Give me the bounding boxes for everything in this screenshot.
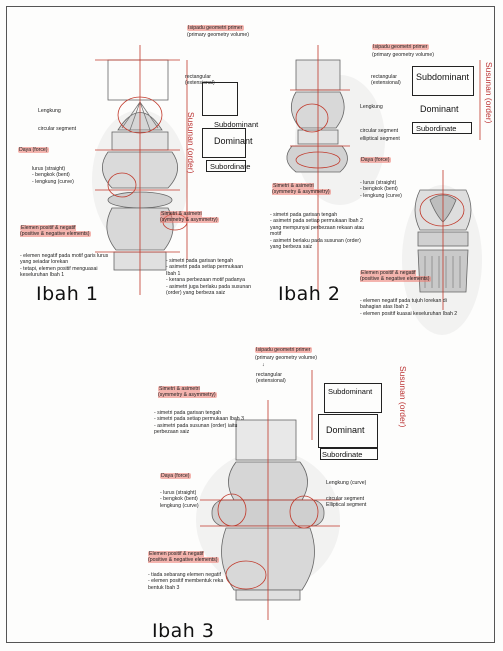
page-border [6, 6, 495, 643]
ibah3-circular: circular segment Elliptical segment [326, 496, 367, 509]
ibah1-rect-label: rectangular (extensional) [185, 74, 215, 87]
ibah2-order-label: Susunan (order) [484, 62, 494, 124]
ibah1-daya-items: lurus (straight) - bengkok (bent) - leng… [32, 166, 74, 185]
ibah1-subordinate: Subordinate [210, 162, 251, 171]
ibah2-subdominant: Subdominant [416, 72, 470, 82]
ibah2-subordinate-box [412, 122, 472, 134]
ibah3-subdominant: Subdominant [328, 387, 373, 396]
ibah3-geo-sub: (primary geometry volume) [255, 355, 317, 361]
ibah2-daya: Daya (force) [360, 157, 391, 163]
ibah1-order-label: Susunan (order) [186, 112, 196, 174]
ibah1-circular: circular segment [38, 126, 77, 132]
ibah2-lengkung: Lengkung [360, 104, 383, 110]
ibah3-daya: Daya (force) [160, 473, 191, 479]
ibah3-geo-title: Isipadu geometri primer [255, 347, 312, 353]
ibah3-order-label: Susunan (order) [398, 366, 408, 428]
ibah3-simetri: Simetri & asimetri (symmetry & asymmetry… [158, 386, 217, 399]
ibah1-simetri-notes: - simetri pada garisan tengah - asimetri… [166, 258, 252, 297]
ibah1-geo-title: Isipadu geometri primer [187, 25, 244, 31]
ibah3-rect-label: rectangular (extensional) [256, 372, 286, 385]
ibah1-elemen-notes: - elemen negatif pada motif garis lurus … [20, 253, 109, 279]
ibah2-rect-label: rectangular (extensional) [371, 74, 401, 87]
ibah1-dominant-box [202, 128, 246, 158]
ibah-1-sketch [92, 59, 188, 271]
ibah2-elliptical: elliptical segment [360, 136, 400, 142]
ibah3-elemen: Elemen positif & negatif (positive & neg… [148, 551, 219, 564]
ibah2-dominant: Dominant [420, 104, 459, 114]
ibah1-geo-box [202, 82, 238, 116]
ibah3-arrow: ↓ [262, 362, 265, 368]
ibah2-geo-sub: (primary geometry volume) [372, 52, 434, 58]
ibah2-daya-items: - lurus (straight) - bengkok (bent) - le… [360, 180, 402, 199]
ibah1-elemen: Elemen positif & negatif (positive & neg… [20, 225, 91, 238]
ibah3-dominant: Dominant [326, 425, 365, 435]
ibah3-simetri-notes: - simetri pada garisan tengah - simetri … [154, 410, 244, 436]
ibah2-subordinate: Subordinate [416, 124, 457, 133]
ibah3-geo-box [324, 383, 382, 413]
ibah3-subordinate-box [320, 448, 378, 460]
ibah1-subordinate-box [206, 160, 246, 172]
ibah1-daya: Daya (force) [18, 147, 49, 153]
ibah2-geo-title: Isipadu geometri primer [372, 44, 429, 50]
ibah3-elemen-notes: - tiada sebarang elemen negatif - elemen… [148, 572, 224, 591]
ibah2-elemen-notes: - elemen negatif pada tujuh lorekan di b… [360, 298, 458, 317]
ibah1-title: Ibah 1 [36, 283, 99, 305]
ibah2-simetri: Simetri & asimetri (symmetry & asymmetry… [272, 183, 331, 196]
ibah3-subordinate: Subordinate [322, 450, 363, 459]
ibah3-daya-items: - lurus (straight) - bengkok (bent) leng… [160, 490, 199, 509]
ibah2-circular: circular segment [360, 128, 399, 134]
ibah1-subdominant: Subdominant [214, 120, 259, 129]
ibah2-simetri-notes: - simetri pada garisan tengah - asimetri… [270, 212, 365, 251]
ibah1-dominant: Dominant [214, 136, 253, 146]
ibah2-title: Ibah 2 [278, 283, 341, 305]
ibah2-elemen: Elemen positif & negatif (positive & neg… [360, 270, 431, 283]
ibah3-lengkung: Lengkung (curve) [326, 480, 367, 486]
ibah2-geo-box [412, 66, 474, 96]
ibah1-geo-sub: (primary geometry volume) [187, 32, 249, 38]
ibah-2-redlines [290, 45, 481, 310]
ibah3-title: Ibah 3 [152, 620, 215, 642]
ibah1-simetri: Simetri & asimetri (symmetry & asymmetry… [160, 211, 219, 224]
ibah-3-redlines [200, 370, 340, 620]
ibah1-lengkung: Lengkung [38, 108, 61, 114]
ibah3-dominant-box [318, 414, 378, 448]
